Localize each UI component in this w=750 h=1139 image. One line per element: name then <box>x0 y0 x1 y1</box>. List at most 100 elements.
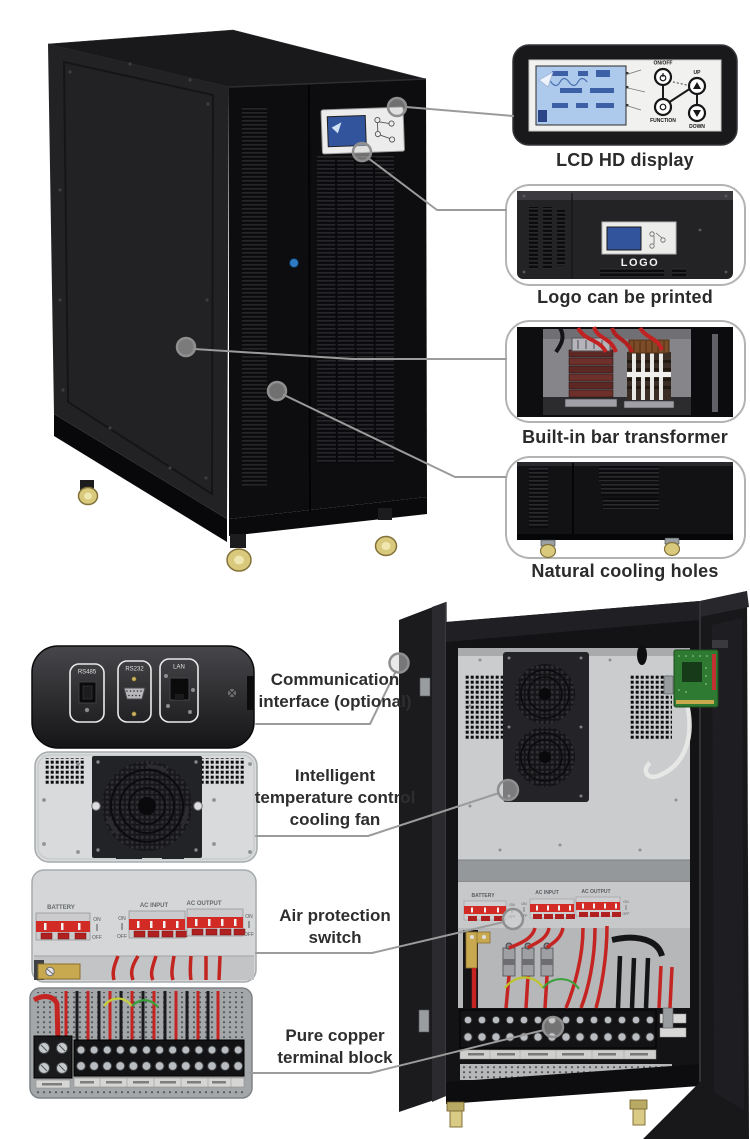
svg-text:ON: ON <box>509 903 515 907</box>
svg-text:OFF: OFF <box>92 935 102 941</box>
communication-interface-card: RS485 RS232 LAN <box>31 645 255 749</box>
cabinet-top-band <box>446 601 700 642</box>
lcd-button-diagram: ON/OFF UP FUNCTION DOWN <box>650 61 707 130</box>
cabinet-label-strip <box>459 1049 657 1060</box>
ground-wire <box>542 978 580 990</box>
wing-screw <box>193 801 203 811</box>
lcd-wedge-icon <box>538 71 554 88</box>
corner-vent-grid <box>200 758 244 784</box>
callout-line-transformer <box>193 348 507 360</box>
ac-input-label: AC INPUT <box>140 903 169 909</box>
battery-icon <box>538 110 547 122</box>
panel-screws <box>42 762 252 854</box>
door-pcb <box>673 640 728 708</box>
callout-line-lcd <box>405 106 514 117</box>
mid-shelf <box>458 860 690 882</box>
callout-circles <box>175 96 565 1039</box>
left-terminal-block <box>33 1035 73 1079</box>
logo-card: LOGO <box>505 184 746 286</box>
ac-output-label: AC OUTPUT <box>581 889 610 895</box>
caption-cooling-holes: Natural cooling holes <box>531 561 719 581</box>
cabinet-base-front <box>229 497 427 536</box>
logo-text: LOGO <box>621 257 659 269</box>
callout-circle <box>388 652 410 674</box>
caption-lcd-display: LCD HD display <box>556 150 694 170</box>
wiring-bay <box>458 928 690 1008</box>
fan-grille <box>102 761 192 851</box>
perforated-area <box>36 1090 246 1096</box>
svg-text:OFF: OFF <box>244 932 254 938</box>
ground-wire <box>504 976 544 989</box>
on-off-label: ON/OFF <box>654 61 673 67</box>
callout-lines <box>193 106 545 1074</box>
lcd-display-card: ON/OFF UP FUNCTION DOWN <box>512 44 738 146</box>
door-lock <box>289 258 299 268</box>
rs232-label: RS232 <box>125 667 144 673</box>
red-wires <box>111 955 222 981</box>
side-panel-screws <box>58 62 210 480</box>
function-button-icon <box>653 97 673 117</box>
port-lan: LAN <box>159 658 199 723</box>
svg-text:ON: ON <box>93 917 101 923</box>
callout-line-logo <box>367 157 507 211</box>
cable-hook <box>637 645 647 665</box>
vent-group <box>529 468 548 528</box>
on-off-indicator: ON OFF <box>521 902 528 918</box>
screws <box>522 194 728 274</box>
wing-screw <box>91 801 101 811</box>
caster <box>446 1101 465 1128</box>
svg-text:ON: ON <box>118 916 126 922</box>
vent-group <box>601 483 659 496</box>
caption-transformer: Built-in bar transformer <box>522 427 728 447</box>
callout-circle <box>175 336 197 358</box>
cabinet-side-panel <box>48 44 229 519</box>
terminal-strip <box>73 1039 245 1077</box>
cabinet-base-left <box>54 414 227 542</box>
air-switch-card: BATTERY AC INPUT AC OUTPUT ON OFF ON OFF <box>31 869 257 983</box>
on-off-indicator: ON OFF <box>244 914 254 938</box>
ac-output-breaker-group <box>186 908 246 937</box>
transformer-right <box>623 339 675 409</box>
terminal-label-strip <box>35 1077 245 1089</box>
svg-text:OFF: OFF <box>623 912 630 916</box>
svg-text:ON: ON <box>245 914 253 920</box>
vent-strip <box>557 210 565 266</box>
side-panel-recess <box>62 60 215 496</box>
callout-circle <box>386 96 408 118</box>
callout-line-air-switch <box>255 921 505 954</box>
on-off-indicator: ON OFF <box>92 917 102 941</box>
battery-label: BATTERY <box>47 905 75 911</box>
casters <box>77 480 398 572</box>
screw <box>164 674 168 678</box>
panel-screw <box>226 687 238 699</box>
terminal-wires <box>32 991 220 1041</box>
main-product-cabinet <box>47 29 427 572</box>
label-cooling-fan: Intelligent temperature control cooling … <box>254 766 416 829</box>
caster <box>663 537 681 557</box>
callout-line-cooling-holes <box>283 394 507 478</box>
on-off-indicator: ON OFF <box>117 916 127 940</box>
label-terminal-block: Pure copper terminal block <box>277 1026 393 1067</box>
cabinet-bottom-band <box>446 1064 700 1104</box>
cooling-fan-card <box>34 751 258 863</box>
port-rs232: RS232 <box>117 660 152 723</box>
logo-button-glyphs <box>649 231 666 249</box>
transformer-card <box>505 320 746 423</box>
label-communication-interface: Communication interface (optional) <box>258 670 412 711</box>
vent-strip <box>672 268 686 276</box>
vent-strip <box>529 207 538 269</box>
red-cables <box>504 925 674 1009</box>
lcd-screen-small <box>326 114 367 148</box>
screw <box>166 704 170 708</box>
on-off-indicator: ON OFF <box>623 900 630 916</box>
ac-input-breaker-group <box>529 898 575 919</box>
callout-circle <box>266 380 288 402</box>
lcd-screen-readout <box>552 70 614 108</box>
transformer-left <box>564 337 618 408</box>
up-label: UP <box>694 70 702 76</box>
down-label: DOWN <box>689 124 705 130</box>
caster <box>629 1099 648 1126</box>
vent-strip <box>600 268 664 278</box>
lan-label: LAN <box>173 665 185 671</box>
